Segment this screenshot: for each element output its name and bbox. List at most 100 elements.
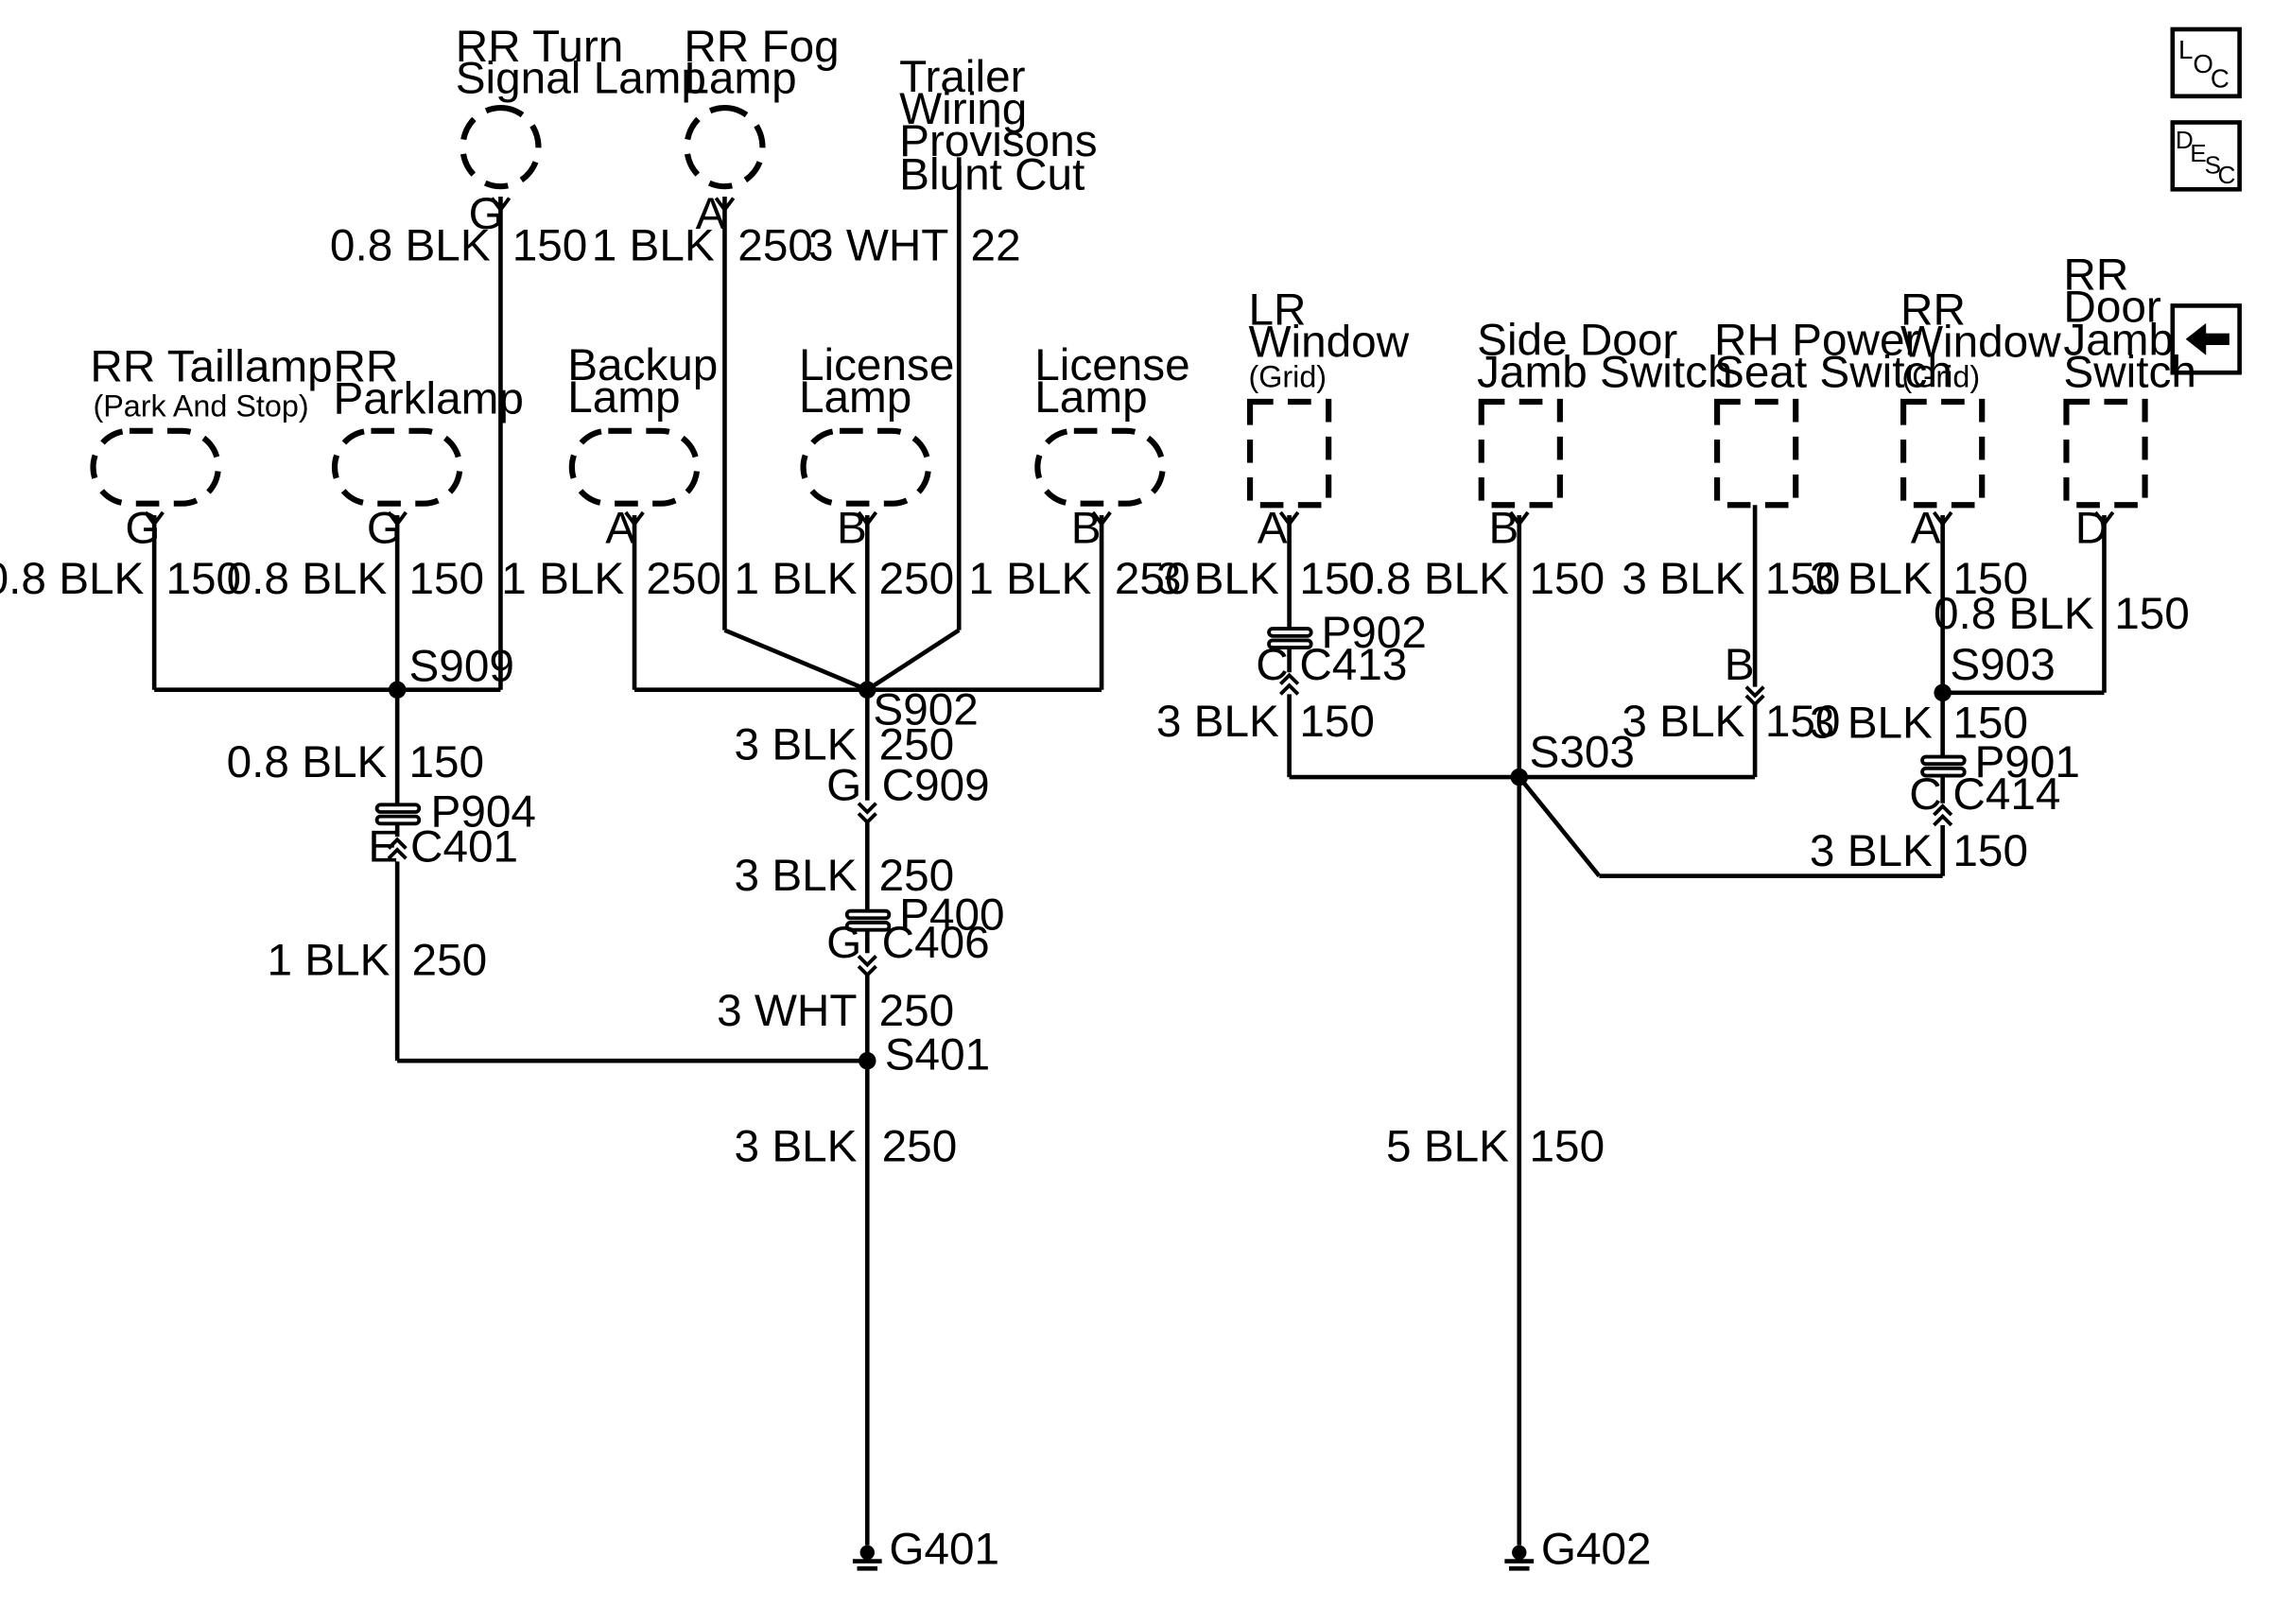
component-titles: RR Turn Signal Lamp RR Fog Lamp Trailer … <box>90 22 2195 423</box>
wire-gauge: 3 BLK <box>1810 826 1933 876</box>
wire-gauge: 3 BLK <box>735 851 858 901</box>
rr-parklamp-title-2: Parklamp <box>333 373 523 423</box>
license-lamp-right <box>1034 427 1166 507</box>
loc-button[interactable]: L O C <box>2170 26 2242 99</box>
wire-circuit: 150 <box>1299 697 1375 747</box>
wire-gauge: 3 WHT <box>808 221 948 271</box>
backup-lamp-title-1: Backup <box>567 340 718 390</box>
wire-circuit: 250 <box>646 554 721 604</box>
side-door-jamb-switch <box>1478 398 1563 509</box>
wire-circuit: 250 <box>879 720 955 770</box>
connector-label-c406: C406 <box>882 918 990 968</box>
wire-gauge: 3 BLK <box>1156 554 1279 604</box>
wire-circuit: 250 <box>882 1121 958 1171</box>
wire-gauge: 3 BLK <box>1622 697 1744 747</box>
svg-text:O: O <box>2193 49 2213 78</box>
wire-circuit: 150 <box>1765 697 1841 747</box>
trailer-title-3: Provisons <box>899 116 1097 166</box>
svg-text:E: E <box>2190 139 2206 167</box>
wire-gauge: 0.8 BLK <box>1348 554 1509 604</box>
wire-gauge: 0.8 BLK <box>0 554 145 604</box>
pin-rr-turn: G <box>469 189 504 239</box>
wire-gauge: 1 BLK <box>592 221 715 271</box>
connector-label-p904: P904 <box>431 786 536 837</box>
junction-labels: S909 S902 S401 S303 S903 P904 C401 C909 … <box>408 608 2079 1575</box>
splice-dot-s303 <box>1510 768 1529 786</box>
wire-circuit: 150 <box>1952 826 2028 876</box>
pin-rr-parklamp: G <box>367 503 402 553</box>
plug-p901 <box>1920 754 1967 778</box>
rr-fog-lamp <box>684 105 766 190</box>
wire-circuit: 250 <box>1115 554 1190 604</box>
wire-circuit: 150 <box>408 554 484 604</box>
rr-taillamp-note: (Park And Stop) <box>93 389 308 423</box>
svg-text:L: L <box>2178 35 2193 64</box>
rr-fog-title-2: Lamp <box>684 54 796 104</box>
backup-lamp-title-2: Lamp <box>567 372 680 423</box>
splice-label-s303: S303 <box>1530 727 1635 777</box>
wire-gauge: 3 BLK <box>1622 554 1744 604</box>
trailer-title-2: Wiring <box>899 84 1027 134</box>
pin-c406: G <box>826 918 861 968</box>
connector-label-c401: C401 <box>410 821 518 872</box>
rh-seat-title-1: RH Power <box>1714 316 1919 366</box>
pin-rr-window: A <box>1911 503 1941 553</box>
pin-backup-lamp: A <box>605 503 635 553</box>
svg-text:S: S <box>2205 150 2221 179</box>
rr-turn-title-2: Signal Lamp <box>456 54 706 104</box>
splice-label-s401: S401 <box>885 1029 990 1080</box>
side-door-title-2: Jamb Switch <box>1477 348 1732 398</box>
side-door-title-1: Side Door <box>1477 316 1677 366</box>
plug-p902 <box>1267 627 1313 650</box>
wire-gauge: 3 BLK <box>1810 554 1933 604</box>
pin-lr-window: A <box>1258 503 1288 553</box>
license-lamp-1-title-2: Lamp <box>799 372 911 423</box>
wire-circuit: 150 <box>1765 554 1841 604</box>
wire-circuit: 150 <box>1299 554 1375 604</box>
rr-window-title-1: RR <box>1900 285 1966 335</box>
wire-circuit: 250 <box>879 851 955 901</box>
pin-side-door: B <box>1488 503 1518 553</box>
pin-rr-taillamp: G <box>125 503 160 553</box>
svg-text:C: C <box>2218 161 2236 189</box>
wire-gauge: 1 BLK <box>968 554 1091 604</box>
splice-dot-s903 <box>1934 683 1952 702</box>
license-lamp-1-title-1: License <box>799 340 954 390</box>
pin-rh-seat: B <box>1725 640 1755 690</box>
rr-turn-title-1: RR Turn <box>456 22 624 72</box>
splice-label-s909: S909 <box>408 641 513 691</box>
pin-c909: G <box>826 761 861 811</box>
pin-labels: G A G G A B B A B B A D E G G C C <box>125 189 2108 968</box>
pin-c401: E <box>368 821 398 872</box>
pin-c414: C <box>1909 769 1941 820</box>
wire-gauge: 3 BLK <box>735 1121 858 1171</box>
wire-circuit: 150 <box>512 221 588 271</box>
wire-circuit: 22 <box>971 221 1021 271</box>
rr-taillamp <box>90 427 221 507</box>
wire-gauge: 1 BLK <box>268 935 390 985</box>
wire-gauge: 1 BLK <box>501 554 624 604</box>
wires-g402 <box>1287 505 2107 1546</box>
wire-gauge: 0.8 BLK <box>227 554 388 604</box>
rr-window-title-2: Window <box>1900 317 2061 367</box>
wire-circuit: 150 <box>1952 554 2028 604</box>
connector-label-p902: P902 <box>1321 608 1426 658</box>
back-arrow-button[interactable] <box>2170 303 2242 375</box>
desc-button[interactable]: D E S C <box>2170 120 2242 192</box>
lr-window-grid <box>1246 398 1332 509</box>
rr-door-jamb-title-2: Door <box>2063 282 2161 332</box>
rr-window-note: (Grid) <box>1902 360 1981 394</box>
wire-circuit: 150 <box>1530 1121 1605 1171</box>
splice-label-s903: S903 <box>1950 640 2055 690</box>
rr-door-jamb-title-3: Jamb <box>2063 316 2174 366</box>
rr-turn-signal-lamp <box>460 105 542 190</box>
rr-door-jamb-title-4: Switch <box>2063 348 2196 398</box>
pin-c413: C <box>1256 640 1288 690</box>
wire-gauge: 5 BLK <box>1386 1121 1509 1171</box>
pin-rr-fog: A <box>696 189 726 239</box>
wire-gauge: 0.8 BLK <box>330 221 491 271</box>
splice-dot-s401 <box>859 1051 876 1070</box>
wire-gauge: 0.8 BLK <box>1934 589 2094 639</box>
license-lamp-left <box>800 427 931 507</box>
